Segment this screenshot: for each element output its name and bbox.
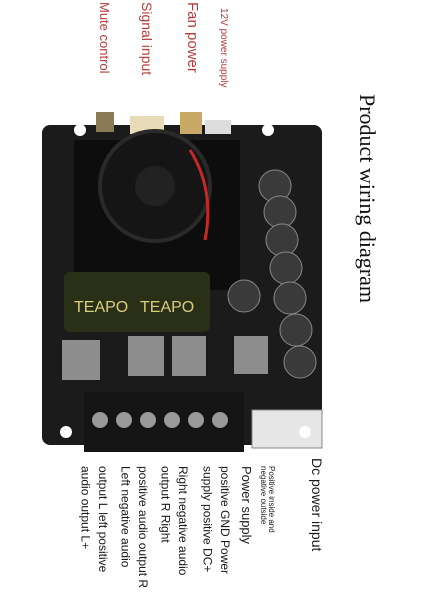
capacitor-brand-text-1: TEAPO <box>74 299 128 316</box>
right-negative-label: Right negative audio output R Right <box>158 466 190 576</box>
fan-power-label: Fan power <box>184 2 201 73</box>
page-title: Product wiring diagram <box>355 94 380 303</box>
mute-control-label: Mute control <box>97 2 112 74</box>
dc-power-input-label: Dc power input <box>309 458 325 552</box>
capacitor-brand-text-2: TEAPO <box>140 299 194 316</box>
signal-input-label: Signal input <box>139 2 155 76</box>
polarity-note-label: Positive inside and negative outside <box>259 466 276 533</box>
positive-audio-right-label: positive audio output R Left negative au… <box>118 466 150 589</box>
left-positive-label: output L left positive audio output L+ <box>78 466 110 573</box>
supply-12v-label: 12V power supply <box>218 8 229 88</box>
power-supply-label: Power supply <box>239 466 254 545</box>
power-supply-detail-label: positive GND Power supply positive DC+ <box>200 466 232 575</box>
